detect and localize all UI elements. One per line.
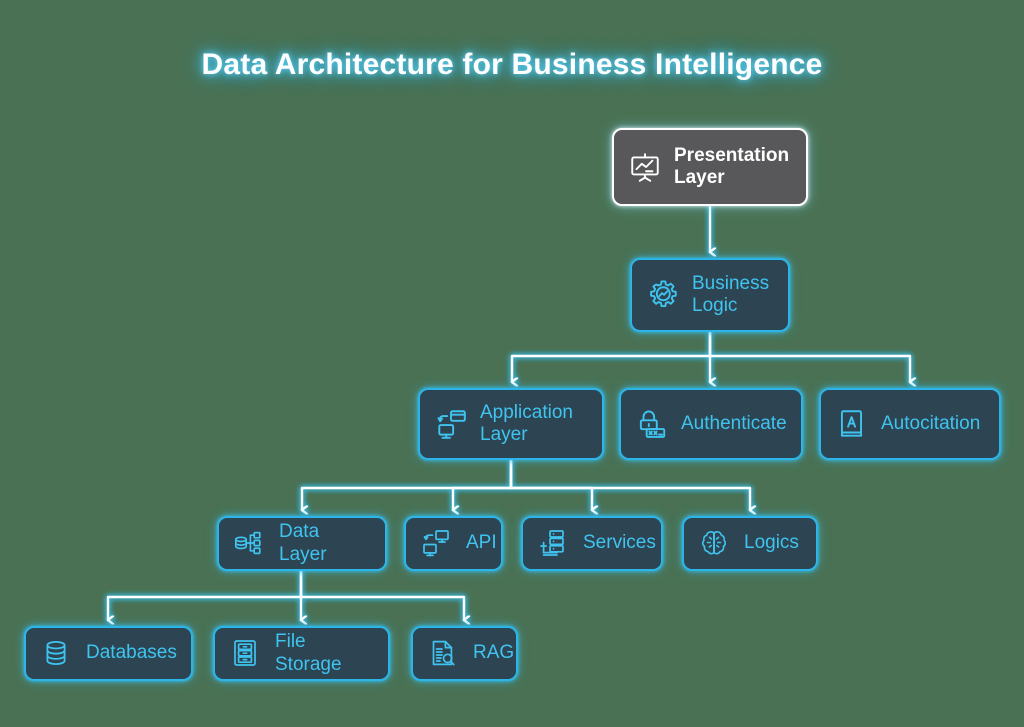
connector-application-to-datalayer <box>302 458 513 510</box>
presentation-chart-icon <box>628 150 662 184</box>
node-label: Application Layer <box>480 401 573 445</box>
database-cylinder-icon <box>40 637 74 671</box>
node-label: Authenticate <box>681 412 787 434</box>
node-autocitation[interactable]: Autocitation <box>819 388 1001 460</box>
brain-icon <box>698 527 732 561</box>
book-a-icon <box>835 407 869 441</box>
node-label: Presentation Layer <box>674 144 790 188</box>
node-label: Data Layer <box>279 521 327 565</box>
node-label: Business Logic <box>692 272 770 316</box>
connector-application-to-api <box>453 458 513 510</box>
node-label: File Storage <box>275 631 342 675</box>
connector-datalayer-to-rag <box>299 569 464 620</box>
node-label: Services <box>583 532 656 554</box>
connector-application-to-logics <box>509 458 750 510</box>
node-application-layer[interactable]: Application Layer <box>418 388 604 460</box>
node-rag[interactable]: RAG <box>411 626 518 681</box>
node-data-layer[interactable]: Data Layer <box>217 516 387 571</box>
lock-password-icon <box>635 407 669 441</box>
connector-business-to-application <box>512 330 712 382</box>
node-file-storage[interactable]: File Storage <box>213 626 390 681</box>
monitor-window-icon <box>434 407 468 441</box>
node-logics[interactable]: Logics <box>682 516 818 571</box>
node-presentation-layer[interactable]: Presentation Layer <box>612 128 808 206</box>
node-label: RAG <box>473 642 515 664</box>
server-stack-icon <box>537 527 571 561</box>
node-label: Logics <box>744 532 799 554</box>
node-authenticate[interactable]: Authenticate <box>619 388 803 460</box>
node-services[interactable]: Services <box>521 516 663 571</box>
connector-datalayer-to-databases <box>108 569 303 620</box>
node-databases[interactable]: Databases <box>24 626 193 681</box>
gear-chart-icon <box>646 278 680 312</box>
document-search-icon <box>427 637 461 671</box>
page-title: Data Architecture for Business Intellige… <box>201 48 823 81</box>
node-business-logic[interactable]: Business Logic <box>630 258 790 332</box>
connector-business-to-autocitation <box>708 330 910 382</box>
file-cabinet-icon <box>229 637 263 671</box>
node-api[interactable]: API <box>404 516 503 571</box>
api-exchange-icon <box>420 527 454 561</box>
node-label: Autocitation <box>881 412 981 434</box>
node-label: API <box>466 532 497 554</box>
connector-application-to-services <box>509 458 592 510</box>
database-tree-icon <box>233 527 267 561</box>
node-label: Databases <box>86 642 177 664</box>
